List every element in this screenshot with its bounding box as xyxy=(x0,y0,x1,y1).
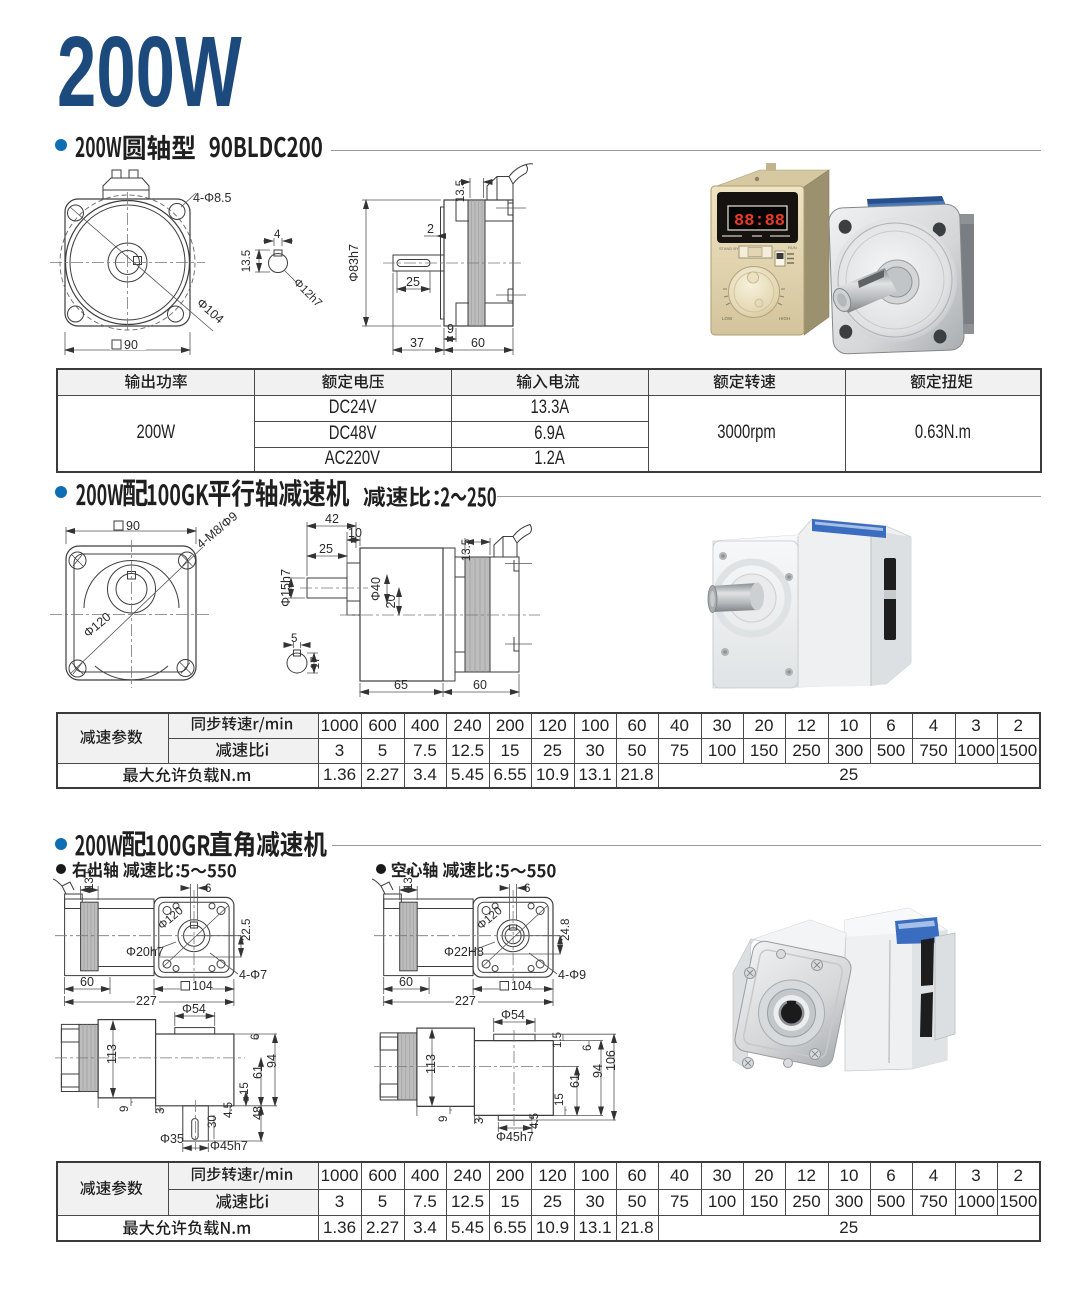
svg-text:104: 104 xyxy=(511,979,532,993)
svg-text:94: 94 xyxy=(265,1054,279,1068)
svg-text:9: 9 xyxy=(119,1106,131,1112)
svg-text:4-Φ9: 4-Φ9 xyxy=(558,968,586,982)
svg-text:Φ20h7: Φ20h7 xyxy=(126,945,164,959)
svg-text:94: 94 xyxy=(591,1064,605,1078)
svg-text:Φ22H8: Φ22H8 xyxy=(444,945,484,959)
svg-text:42: 42 xyxy=(325,512,339,526)
svg-text:15: 15 xyxy=(239,1082,251,1095)
svg-text:22.5: 22.5 xyxy=(241,919,253,941)
svg-text:Φ83h7: Φ83h7 xyxy=(347,244,361,282)
svg-text:48: 48 xyxy=(251,1106,265,1120)
svg-text:25: 25 xyxy=(319,542,333,556)
svg-text:9: 9 xyxy=(438,1116,450,1122)
svg-text:Φ54: Φ54 xyxy=(182,1002,206,1016)
svg-text:13.5: 13.5 xyxy=(461,539,473,561)
svg-text:6: 6 xyxy=(582,1045,594,1051)
svg-text:STAND BY: STAND BY xyxy=(719,246,739,251)
svg-text:113: 113 xyxy=(424,1054,438,1074)
svg-text:Φ45h7: Φ45h7 xyxy=(210,1139,248,1153)
svg-text:30: 30 xyxy=(207,1115,219,1128)
svg-text:Φ45h7: Φ45h7 xyxy=(496,1130,534,1144)
svg-text:90: 90 xyxy=(126,519,140,533)
svg-text:Φ15h7: Φ15h7 xyxy=(279,569,293,607)
svg-text:20: 20 xyxy=(384,595,398,609)
svg-text:24.8: 24.8 xyxy=(560,919,572,941)
svg-text:4-M8/Φ9: 4-M8/Φ9 xyxy=(194,509,240,551)
svg-text:104: 104 xyxy=(192,979,213,993)
svg-text:13.5: 13.5 xyxy=(455,180,467,202)
svg-text:Φ54: Φ54 xyxy=(501,1008,525,1022)
svg-text:25: 25 xyxy=(406,275,420,289)
svg-text:113: 113 xyxy=(105,1044,119,1064)
svg-text:4.5: 4.5 xyxy=(529,1113,541,1129)
svg-text:60: 60 xyxy=(399,975,413,989)
svg-text:Φ104: Φ104 xyxy=(194,296,226,327)
svg-text:61: 61 xyxy=(251,1065,265,1079)
svg-text:4.5: 4.5 xyxy=(223,1102,235,1118)
svg-text:Φ35: Φ35 xyxy=(160,1132,184,1146)
svg-text:2: 2 xyxy=(427,222,434,236)
svg-text:13.5: 13.5 xyxy=(84,868,96,890)
svg-text:90: 90 xyxy=(124,338,138,352)
svg-text:LOW: LOW xyxy=(722,316,733,321)
svg-text:9: 9 xyxy=(447,322,454,336)
svg-text:88:88: 88:88 xyxy=(734,212,785,231)
svg-text:15: 15 xyxy=(554,1093,566,1106)
svg-text:Φ40: Φ40 xyxy=(369,577,383,601)
svg-text:4: 4 xyxy=(274,229,281,241)
svg-text:5: 5 xyxy=(291,633,297,645)
svg-text:6: 6 xyxy=(524,883,530,895)
svg-text:60: 60 xyxy=(471,336,485,350)
svg-text:61: 61 xyxy=(568,1074,582,1088)
svg-text:65: 65 xyxy=(394,678,408,692)
svg-text:60: 60 xyxy=(473,678,487,692)
svg-text:37: 37 xyxy=(410,336,424,350)
svg-text:4-Φ8.5: 4-Φ8.5 xyxy=(193,191,232,205)
svg-text:13.5: 13.5 xyxy=(241,250,253,272)
svg-text:HIGH: HIGH xyxy=(779,316,790,321)
svg-text:17: 17 xyxy=(310,657,322,670)
svg-text:6: 6 xyxy=(250,1034,262,1040)
svg-text:60: 60 xyxy=(80,975,94,989)
svg-text:1.5: 1.5 xyxy=(552,1032,564,1048)
svg-text:106: 106 xyxy=(604,1050,618,1071)
svg-text:3: 3 xyxy=(474,1118,486,1124)
svg-text:Φ12h7: Φ12h7 xyxy=(291,277,324,310)
svg-text:RUN: RUN xyxy=(788,245,797,250)
svg-text:6: 6 xyxy=(205,883,211,895)
svg-text:3: 3 xyxy=(155,1108,167,1114)
svg-text:10: 10 xyxy=(348,526,362,540)
svg-text:227: 227 xyxy=(136,994,157,1008)
svg-text:227: 227 xyxy=(455,994,476,1008)
svg-text:4-Φ7: 4-Φ7 xyxy=(239,968,267,982)
